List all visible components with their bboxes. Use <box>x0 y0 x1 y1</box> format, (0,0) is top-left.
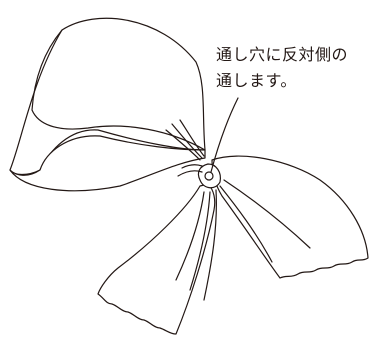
scarf-right-tail <box>211 155 369 279</box>
annotation-text: 通し穴に反対側の 通します。 <box>216 42 369 94</box>
scarf-front-band <box>9 135 206 192</box>
leader-line <box>210 97 239 173</box>
threading-hole <box>204 171 214 181</box>
scarf-loop-outer <box>9 17 206 176</box>
gather-lines <box>165 119 311 301</box>
scarf-loop-inner <box>31 29 206 151</box>
annotation-line-1: 通し穴に反対側の <box>216 45 349 64</box>
annotation-line-2: 通します。 <box>216 71 297 90</box>
scarf-left-tail <box>97 183 216 335</box>
